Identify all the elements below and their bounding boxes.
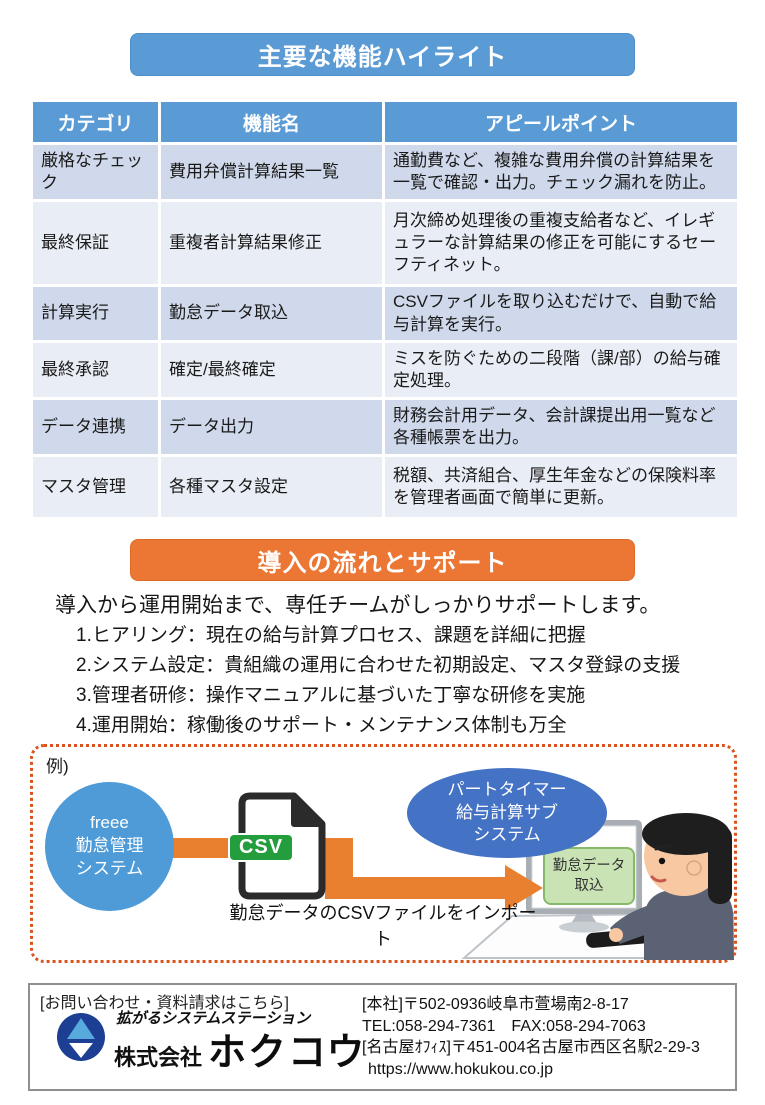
person-arm <box>610 902 668 944</box>
import-screen-label: 勤怠データ <box>553 856 626 874</box>
address-block: [本社]〒502-0936岐阜市萱場南2-8-17 TEL:058-294-73… <box>362 994 734 1080</box>
column-header-category: カテゴリ <box>30 99 161 145</box>
person-hair-back <box>708 826 732 904</box>
category-cell: 計算実行 <box>30 284 161 343</box>
category-cell: 厳格なチェック <box>30 142 161 202</box>
feature-table: カテゴリ 機能名 アピールポイント 厳格なチェック 費用弁償計算結果一覧 通勤費… <box>30 99 740 520</box>
table-row: 最終保証 重複者計算結果修正 月次締め処理後の重複支給者など、イレギュラーな計算… <box>30 199 740 287</box>
contact-label: [お問い合わせ・資料請求はこちら] <box>40 995 289 1012</box>
support-step: 2.システム設定：貴組織の運用に合わせた初期設定、マスタ登録の支援 <box>76 655 681 676</box>
table-row: データ連携 データ出力 財務会計用データ、会計課提出用一覧など各種帳票を出力。 <box>30 397 740 457</box>
column-header-feature: 機能名 <box>158 99 385 145</box>
person-ear <box>686 860 702 876</box>
url-link[interactable]: https://www.hokukou.co.jp <box>368 1060 553 1078</box>
support-section-banner: 導入の流れとサポート <box>130 539 635 581</box>
import-screen-panel[interactable] <box>543 847 635 905</box>
person-hand <box>609 928 623 942</box>
person-mouth <box>650 875 667 883</box>
table-row: 最終承認 確定/最終確定 ミスを防ぐための二段階（課/部）の給与確定処理。 <box>30 340 740 400</box>
import-caption: 勤怠データのCSVファイルをインポート <box>229 903 537 949</box>
appeal-cell: ミスを防ぐための二段階（課/部）の給与確定処理。 <box>382 340 740 400</box>
support-lead: 導入から運用開始まで、専任チームがしっかりサポートします。 <box>55 594 661 617</box>
example-diagram-box: 例) freee 勤怠管理 システム 勤怠データ 取込 <box>30 744 737 963</box>
feature-cell: データ出力 <box>158 397 385 457</box>
person-eye <box>658 857 666 865</box>
source-system-line: システム <box>75 858 144 878</box>
support-section-title: 導入の流れとサポート <box>257 549 508 577</box>
features-section-title: 主要な機能ハイライト <box>257 44 508 71</box>
feature-cell: 勤怠データ取込 <box>158 284 385 343</box>
table-row: 厳格なチェック 費用弁償計算結果一覧 通勤費など、複雑な費用弁償の計算結果を一覧… <box>30 142 740 202</box>
appeal-cell: 通勤費など、複雑な費用弁償の計算結果を一覧で確認・出力。チェック漏れを防止。 <box>382 142 740 202</box>
appeal-cell: 税額、共済組合、厚生年金などの保険料率を管理者画面で簡単に更新。 <box>382 454 740 520</box>
person-body <box>644 886 734 960</box>
feature-cell: 費用弁償計算結果一覧 <box>158 142 385 202</box>
appeal-cell: CSVファイルを取り込むだけで、自動で給与計算を実行。 <box>382 284 740 343</box>
category-cell: 最終保証 <box>30 199 161 287</box>
category-cell: データ連携 <box>30 397 161 457</box>
features-section-banner: 主要な機能ハイライト <box>130 33 635 76</box>
source-system-circle: freee 勤怠管理 システム <box>45 782 174 911</box>
target-system-line: 給与計算サブ <box>456 802 558 822</box>
table-row: マスタ管理 各種マスタ設定 税額、共済組合、厚生年金などの保険料率を管理者画面で… <box>30 454 740 520</box>
csv-badge: CSV <box>228 833 294 862</box>
category-cell: 最終承認 <box>30 340 161 400</box>
source-system-line: freee <box>90 813 129 833</box>
example-label: 例) <box>46 757 69 776</box>
address-line-head-office: [本社]〒502-0936岐阜市萱場南2-8-17 <box>362 996 629 1013</box>
address-line-tel-fax: TEL:058-294-7361 FAX:058-294-7063 <box>362 1017 646 1035</box>
support-step: 4.運用開始：稼働後のサポート・メンテナンス体制も万全 <box>76 715 567 736</box>
support-step: 3.管理者研修：操作マニュアルに基づいた丁寧な研修を実施 <box>76 685 586 706</box>
source-system-line: 勤怠管理 <box>75 836 144 856</box>
target-system-ellipse: パートタイマー 給与計算サブ システム <box>407 768 607 858</box>
column-header-appeal: アピールポイント <box>382 99 740 145</box>
address-line-nagoya-office: [名古屋ｵﾌｨｽ]〒451-004名古屋市西区名駅2-29-3 <box>362 1039 700 1056</box>
feature-table-header-row: カテゴリ 機能名 アピールポイント <box>30 99 740 145</box>
support-step: 1.ヒアリング：現在の給与計算プロセス、課題を詳細に把握 <box>76 625 586 646</box>
company-logo-icon <box>57 1013 105 1061</box>
footer-contact-box: [お問い合わせ・資料請求はこちら] 拡がるシステムステーション 株式会社 ホクコ… <box>28 983 737 1091</box>
appeal-cell: 月次締め処理後の重複支給者など、イレギュラーな計算結果の修正を可能にするセーフテ… <box>382 199 740 287</box>
monitor-base <box>559 921 609 933</box>
target-system-line: システム <box>473 825 541 845</box>
feature-cell: 各種マスタ設定 <box>158 454 385 520</box>
feature-cell: 重複者計算結果修正 <box>158 199 385 287</box>
table-row: 計算実行 勤怠データ取込 CSVファイルを取り込むだけで、自動で給与計算を実行。 <box>30 284 740 343</box>
appeal-cell: 財務会計用データ、会計課提出用一覧など各種帳票を出力。 <box>382 397 740 457</box>
company-prefix: 株式会社 <box>114 1045 203 1070</box>
target-system-line: パートタイマー <box>447 780 567 800</box>
company-tagline: 拡がるシステムステーション <box>116 1011 311 1027</box>
person-eyebrow <box>654 844 674 851</box>
company-name-row: 株式会社 ホクコウ <box>114 1021 367 1076</box>
category-cell: マスタ管理 <box>30 454 161 520</box>
import-screen-label: 取込 <box>575 877 604 894</box>
company-name: ホクコウ <box>208 1032 367 1074</box>
feature-cell: 確定/最終確定 <box>158 340 385 400</box>
support-step-list: 1.ヒアリング：現在の給与計算プロセス、課題を詳細に把握 2.システム設定：貴組… <box>76 621 680 741</box>
